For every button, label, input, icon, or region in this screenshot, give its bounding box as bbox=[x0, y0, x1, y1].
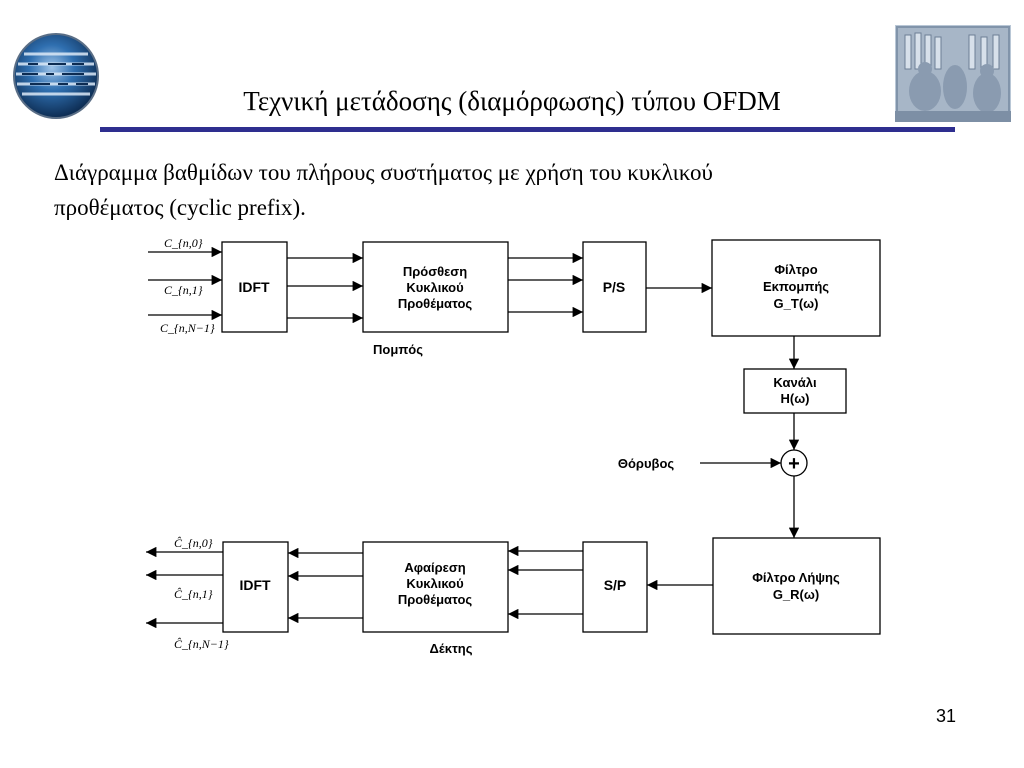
rx-output-label-0: Ĉ_{n,0} bbox=[174, 536, 213, 550]
subtitle-line-2: προθέματος (cyclic prefix). bbox=[54, 195, 306, 220]
ofdm-block-diagram: C_{n,0} C_{n,1} C_{n,N−1} IDFT Πρόσθεση … bbox=[146, 236, 881, 656]
tx-cp-add-line1: Πρόσθεση bbox=[403, 264, 467, 279]
tx-filter-line2: Εκπομπής bbox=[763, 279, 829, 294]
rx-filter-block bbox=[712, 537, 881, 635]
channel-line1: Κανάλι bbox=[773, 375, 817, 390]
relief-sculpture-image bbox=[895, 25, 1011, 122]
subtitle-line-1: Διάγραμμα βαθμίδων του πλήρους συστήματο… bbox=[54, 160, 713, 185]
rx-cp-remove-line1: Αφαίρεση bbox=[404, 560, 465, 575]
tx-ps-block bbox=[582, 241, 647, 333]
tx-filter-line3: G_T(ω) bbox=[774, 296, 819, 311]
tx-caption: Πομπός bbox=[373, 342, 423, 357]
title-underline bbox=[100, 127, 955, 132]
tx-filter-block bbox=[711, 239, 881, 337]
rx-cp-remove-block bbox=[362, 541, 509, 633]
tx-cp-add-line2: Κυκλικού bbox=[406, 280, 464, 295]
globe-logo-icon bbox=[13, 33, 99, 119]
channel-block bbox=[743, 368, 847, 414]
tx-input-label-2: C_{n,N−1} bbox=[160, 321, 215, 335]
rx-idft-block bbox=[222, 541, 289, 633]
slide-subtitle: Διάγραμμα βαθμίδων του πλήρους συστήματο… bbox=[54, 155, 954, 225]
tx-input-label-0: C_{n,0} bbox=[164, 236, 203, 250]
rx-sp-label: S/P bbox=[604, 577, 627, 593]
adder-plus-symbol: + bbox=[788, 453, 800, 475]
rx-caption: Δέκτης bbox=[430, 641, 473, 656]
rx-sp-block bbox=[582, 541, 648, 633]
page-number: 31 bbox=[936, 706, 957, 726]
rx-filter-line1: Φίλτρο Λήψης bbox=[752, 570, 840, 585]
rx-output-label-1: Ĉ_{n,1} bbox=[174, 587, 213, 601]
channel-line2: H(ω) bbox=[780, 391, 809, 406]
tx-idft-label: IDFT bbox=[238, 279, 270, 295]
tx-ps-label: P/S bbox=[603, 279, 626, 295]
tx-filter-line1: Φίλτρο bbox=[774, 262, 817, 277]
tx-cp-add-block bbox=[362, 241, 509, 333]
tx-idft-block bbox=[221, 241, 288, 333]
rx-filter-line2: G_R(ω) bbox=[773, 587, 819, 602]
tx-cp-add-line3: Προθέματος bbox=[398, 296, 473, 311]
tx-input-label-1: C_{n,1} bbox=[164, 283, 203, 297]
rx-cp-remove-line2: Κυκλικού bbox=[406, 576, 464, 591]
rx-idft-label: IDFT bbox=[239, 577, 271, 593]
noise-label: Θόρυβος bbox=[618, 456, 675, 471]
slide-title: Τεχνική μετάδοσης (διαμόρφωσης) τύπου OF… bbox=[243, 86, 781, 116]
rx-cp-remove-line3: Προθέματος bbox=[398, 592, 473, 607]
rx-output-label-2: Ĉ_{n,N−1} bbox=[174, 637, 229, 651]
